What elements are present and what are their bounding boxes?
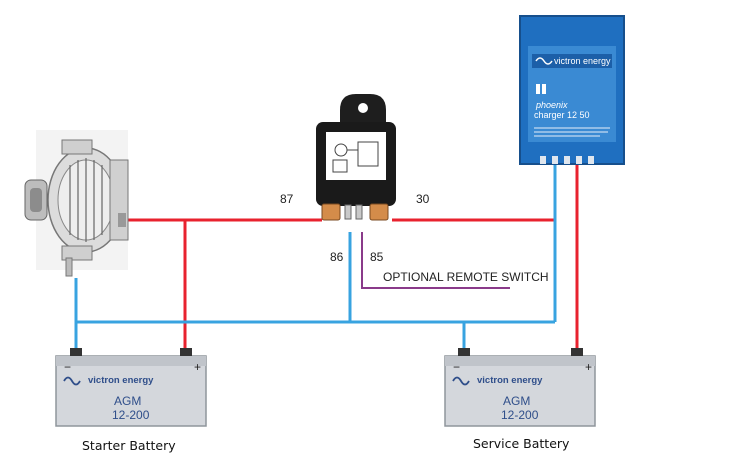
terminal-85-label: 85	[370, 250, 384, 264]
starter-battery	[55, 348, 207, 427]
remote-switch-label: OPTIONAL REMOTE SWITCH	[383, 270, 549, 284]
service-positive-terminal	[571, 348, 583, 356]
service-battery-brand: victron energy	[477, 375, 543, 386]
service-battery	[444, 348, 596, 427]
service-minus-sign: −	[453, 360, 460, 374]
service-battery-caption: Service Battery	[473, 436, 570, 451]
charger-model-line1: phoenix	[535, 100, 568, 110]
starter-negative-terminal	[70, 348, 82, 356]
starter-positive-terminal	[180, 348, 192, 356]
service-plus-sign: +	[585, 360, 592, 374]
victron-logo-icon	[63, 376, 81, 386]
remote-switch-wire	[361, 232, 510, 289]
service-battery-rating: 12-200	[501, 408, 539, 422]
positive-wires	[122, 165, 579, 352]
terminal-86-label: 86	[330, 250, 344, 264]
starter-battery-type: AGM	[114, 394, 141, 408]
terminal-87-label: 87	[280, 192, 294, 206]
battery-charger	[519, 15, 625, 165]
service-battery-type: AGM	[503, 394, 530, 408]
charger-brand: victron energy	[554, 56, 611, 66]
alternator	[24, 130, 129, 277]
starter-battery-rating: 12-200	[112, 408, 150, 422]
charger-model-line2: charger 12 50	[534, 110, 590, 120]
battery-relay	[316, 94, 396, 221]
victron-logo-icon	[535, 57, 553, 65]
starter-battery-caption: Starter Battery	[82, 438, 176, 453]
starter-battery-brand: victron energy	[88, 375, 154, 386]
victron-logo-icon	[452, 376, 470, 386]
starter-plus-sign: +	[194, 360, 201, 374]
service-negative-terminal	[458, 348, 470, 356]
negative-wires	[74, 165, 557, 352]
terminal-30-label: 30	[416, 192, 430, 206]
starter-minus-sign: −	[64, 360, 71, 374]
